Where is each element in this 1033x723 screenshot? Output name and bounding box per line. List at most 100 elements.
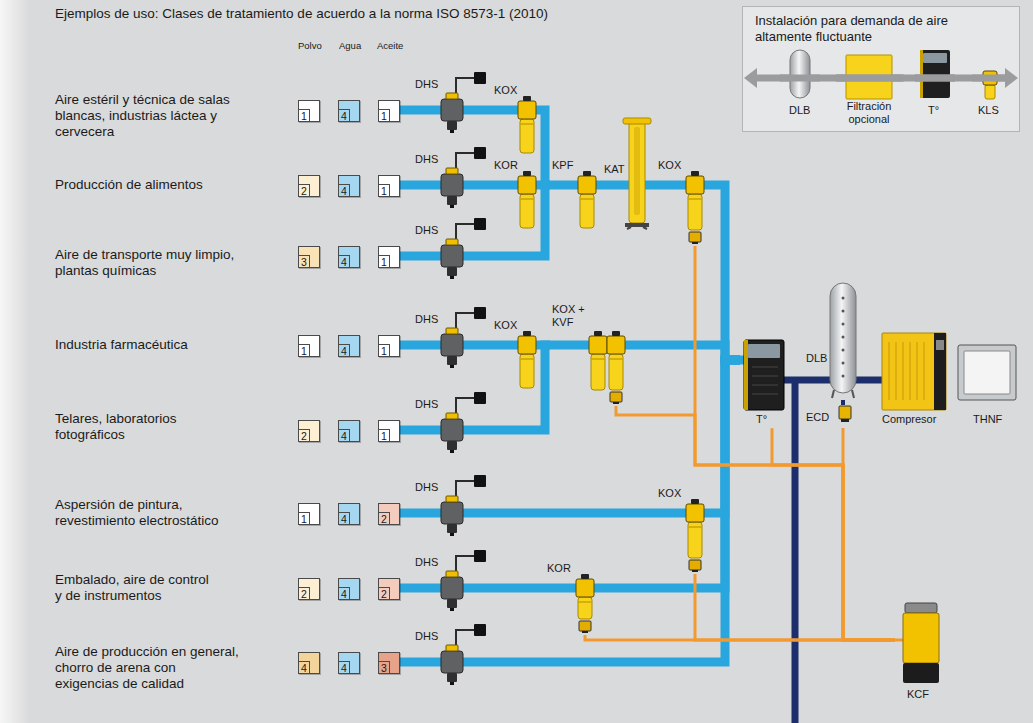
filter-band — [520, 358, 534, 360]
separator-body — [903, 613, 939, 663]
class-number: 4 — [339, 184, 350, 196]
regulator-unit: DHS — [412, 392, 488, 454]
pipe-line — [488, 360, 740, 662]
catalyst-slot — [634, 127, 640, 215]
filter-unit: KOX — [656, 155, 708, 246]
gauge-line — [456, 153, 474, 168]
equipment-label: DHS — [415, 556, 438, 569]
pipe-line — [488, 584, 545, 593]
regulator-knob — [446, 571, 458, 577]
receiver-tank: DLB — [804, 280, 862, 400]
regulator-tip — [450, 365, 454, 368]
filter-band — [688, 198, 702, 200]
application-label: Aire de transporte muy limpio, plantas q… — [55, 247, 255, 279]
filter-bowl — [591, 354, 605, 390]
drain-line — [616, 406, 895, 640]
dryer-grille — [752, 384, 778, 386]
equipment-label: KLS — [978, 104, 999, 117]
pipe-line — [790, 377, 804, 384]
class-box: 1 — [378, 100, 400, 122]
regulator-unit: DHS — [412, 307, 488, 369]
class-box: 1 — [298, 100, 320, 122]
gauge — [474, 392, 486, 404]
cabinet-grille — [964, 351, 1010, 394]
regulator-unit: DHS — [412, 550, 488, 612]
regulator-knob — [446, 496, 458, 502]
gauge-line — [456, 481, 474, 496]
receiver-tank: DLB — [780, 48, 820, 122]
regulator-body — [441, 99, 463, 121]
regulator-unit: DHS — [412, 624, 488, 686]
class-box: 4 — [298, 652, 320, 674]
drain-unit — [839, 406, 851, 419]
regulator-cup — [447, 599, 457, 608]
drain-line — [695, 246, 895, 640]
filter-band — [578, 601, 592, 603]
drain-tip — [582, 631, 588, 633]
class-number: 2 — [379, 587, 390, 599]
drain-tip — [841, 419, 849, 422]
tank-fitting — [842, 310, 845, 313]
equipment-label: DHS — [415, 78, 438, 91]
equipment-label: DHS — [415, 630, 438, 643]
filter-band — [609, 358, 623, 360]
class-box: 1 — [298, 335, 320, 357]
pipe-line — [488, 181, 492, 190]
regulator-tip — [450, 130, 454, 133]
drain-unit — [689, 560, 701, 570]
gauge — [474, 147, 486, 159]
class-box: 4 — [338, 100, 360, 122]
gauge-line — [456, 78, 474, 93]
class-number: 1 — [299, 109, 310, 121]
pipe-line — [400, 509, 412, 518]
pipe-line — [488, 106, 492, 115]
catalyst-column — [629, 120, 645, 223]
gauge-line — [456, 224, 474, 239]
drain-tip — [692, 242, 698, 244]
regulator-unit: DHS — [412, 72, 488, 134]
tank-leg — [852, 390, 854, 398]
pipe-stub — [545, 584, 605, 593]
pipe-stub — [602, 181, 654, 190]
filter-bowl — [609, 354, 623, 390]
filter-cap — [523, 171, 531, 176]
dryer-grille — [752, 366, 778, 368]
regulator-body — [441, 245, 463, 267]
class-box: 1 — [298, 503, 320, 525]
filter-head — [589, 336, 607, 354]
gauge — [474, 307, 486, 319]
catalyst-unit: KAT — [602, 117, 654, 229]
pipe-line — [708, 185, 740, 360]
class-number: 4 — [339, 109, 350, 121]
tank-fitting — [842, 336, 845, 339]
filter-bowl — [688, 194, 702, 230]
class-box: 4 — [338, 652, 360, 674]
class-number: 1 — [299, 512, 310, 524]
regulator-knob — [446, 413, 458, 419]
tank-shell — [790, 50, 810, 98]
dryer-screen — [923, 53, 947, 63]
filter-head — [518, 101, 536, 119]
filter-head — [686, 176, 704, 194]
filter-bowl — [520, 119, 534, 153]
gauge — [474, 550, 486, 562]
pipe-line — [400, 181, 412, 190]
dryer-trim — [920, 50, 923, 98]
drain-tip — [692, 570, 698, 572]
drain-line — [843, 428, 895, 640]
gauge — [474, 218, 486, 230]
filter-unit: KLS — [972, 48, 1008, 122]
equipment-label: KOR — [494, 159, 518, 172]
filter-band — [591, 358, 605, 360]
class-box: 4 — [338, 175, 360, 197]
inset-panel: Instalación para demanda de aire altamen… — [742, 6, 1020, 132]
class-number: 1 — [299, 344, 310, 356]
separator-lid — [905, 603, 937, 613]
regulator-body — [441, 577, 463, 599]
cabinet-unit: THNF — [955, 340, 1021, 428]
dryer-trim — [744, 340, 748, 410]
equipment-label: Compresor — [882, 413, 936, 426]
drain-unit — [610, 392, 622, 402]
tank-fitting — [842, 349, 845, 352]
pipe-line — [540, 110, 550, 185]
